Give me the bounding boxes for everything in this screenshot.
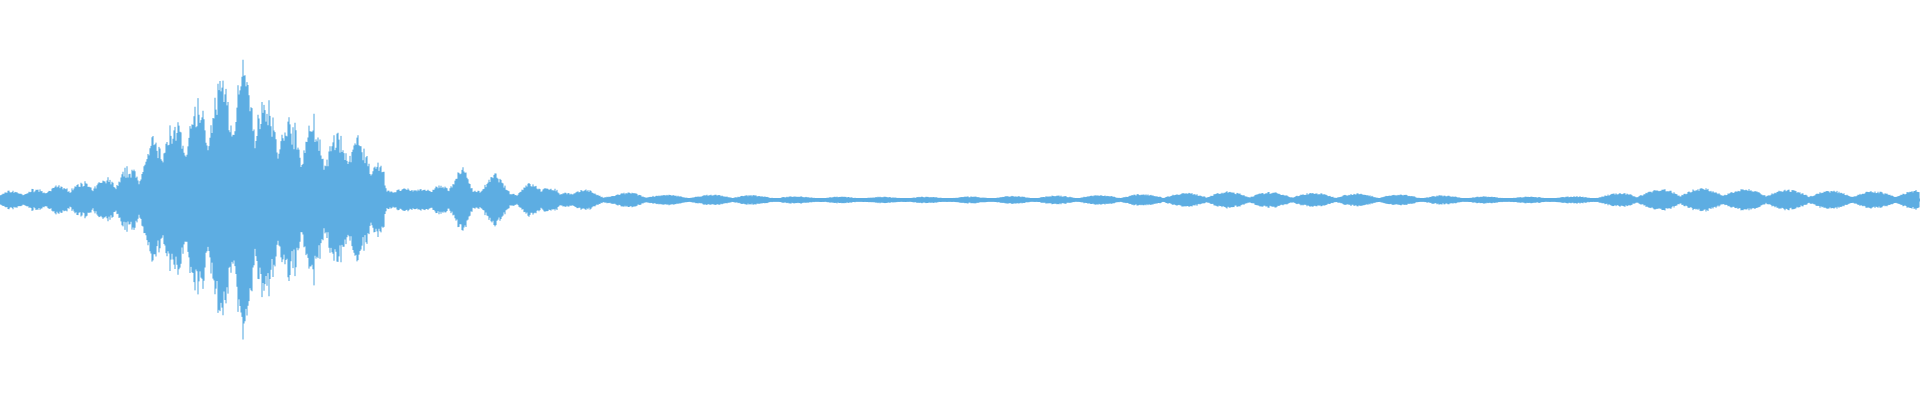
waveform-samples [0, 59, 1920, 340]
